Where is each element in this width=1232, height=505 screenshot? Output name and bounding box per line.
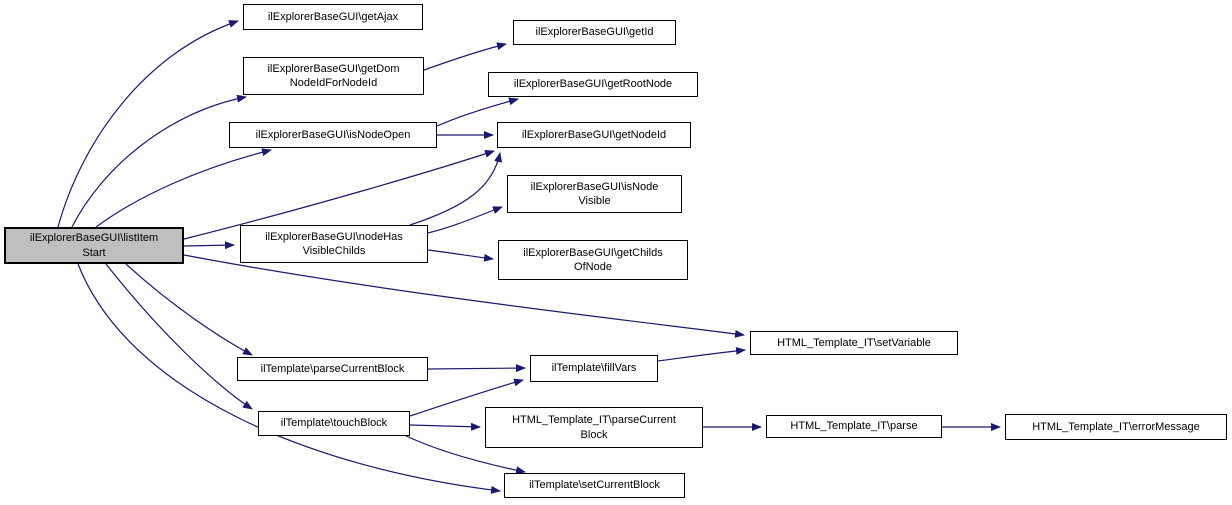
- node-it-parse[interactable]: HTML_Template_IT\parse: [766, 415, 942, 438]
- node-node-has-visible-childs[interactable]: ilExplorerBaseGUI\nodeHas VisibleChilds: [240, 225, 428, 263]
- edge-nodehasvisiblechilds-isnodevisible: [427, 206, 503, 234]
- edge-listitemstart-isnodeopen: [95, 148, 272, 228]
- node-set-variable[interactable]: HTML_Template_IT\setVariable: [750, 331, 958, 355]
- edge-touchblock-itparsecurrentblock: [409, 422, 481, 431]
- edge-nodehasvisiblechilds-getchildsofnode: [427, 249, 494, 262]
- edge-isnodeopen-getrootnode: [436, 97, 519, 127]
- edge-fillvars-setvariable: [657, 346, 746, 362]
- node-set-current-block[interactable]: ilTemplate\setCurrentBlock: [504, 473, 685, 498]
- edge-listitemstart-touchblock: [105, 263, 253, 410]
- node-parse-current-block[interactable]: ilTemplate\parseCurrentBlock: [237, 357, 428, 381]
- node-get-root-node[interactable]: ilExplorerBaseGUI\getRootNode: [488, 72, 698, 97]
- edge-touchblock-setcurrentblock: [403, 434, 526, 475]
- node-fill-vars[interactable]: ilTemplate\fillVars: [530, 355, 658, 382]
- edge-listitemstart-nodehasvisiblechilds: [183, 241, 235, 250]
- node-it-parse-current-block[interactable]: HTML_Template_IT\parseCurrent Block: [485, 407, 703, 448]
- node-error-message[interactable]: HTML_Template_IT\errorMessage: [1005, 414, 1227, 440]
- node-get-id[interactable]: ilExplorerBaseGUI\getId: [513, 20, 676, 45]
- edge-listitemstart-getdomnodeidfornodeid: [71, 94, 247, 228]
- node-touch-block[interactable]: ilTemplate\touchBlock: [258, 411, 410, 436]
- edge-listitemstart-parsecurrentblock: [125, 263, 253, 356]
- node-get-dom-node-id-for-node-id[interactable]: ilExplorerBaseGUI\getDom NodeIdForNodeId: [243, 57, 424, 95]
- node-get-ajax[interactable]: ilExplorerBaseGUI\getAjax: [243, 4, 423, 30]
- node-is-node-visible[interactable]: ilExplorerBaseGUI\isNode Visible: [507, 175, 682, 213]
- edge-parsecurrentblock-fillvars: [427, 364, 526, 373]
- node-get-node-id[interactable]: ilExplorerBaseGUI\getNodeId: [497, 122, 691, 148]
- edge-listitemstart-getnodeid: [183, 150, 495, 240]
- edge-listitemstart-setvariable: [183, 254, 745, 338]
- node-get-childs-of-node[interactable]: ilExplorerBaseGUI\getChilds OfNode: [498, 240, 688, 280]
- edge-getdomnodeidfornodeid-getid: [423, 42, 507, 71]
- node-listitem-start[interactable]: ilExplorerBaseGUI\listItem Start: [4, 227, 184, 264]
- node-is-node-open[interactable]: ilExplorerBaseGUI\isNodeOpen: [229, 122, 437, 148]
- edge-nodehasvisiblechilds-getnodeid: [409, 152, 503, 226]
- edge-touchblock-fillvars: [409, 378, 524, 417]
- edge-listitemstart-getajax: [57, 20, 239, 228]
- edge-listitemstart-setcurrentblock: [77, 263, 501, 494]
